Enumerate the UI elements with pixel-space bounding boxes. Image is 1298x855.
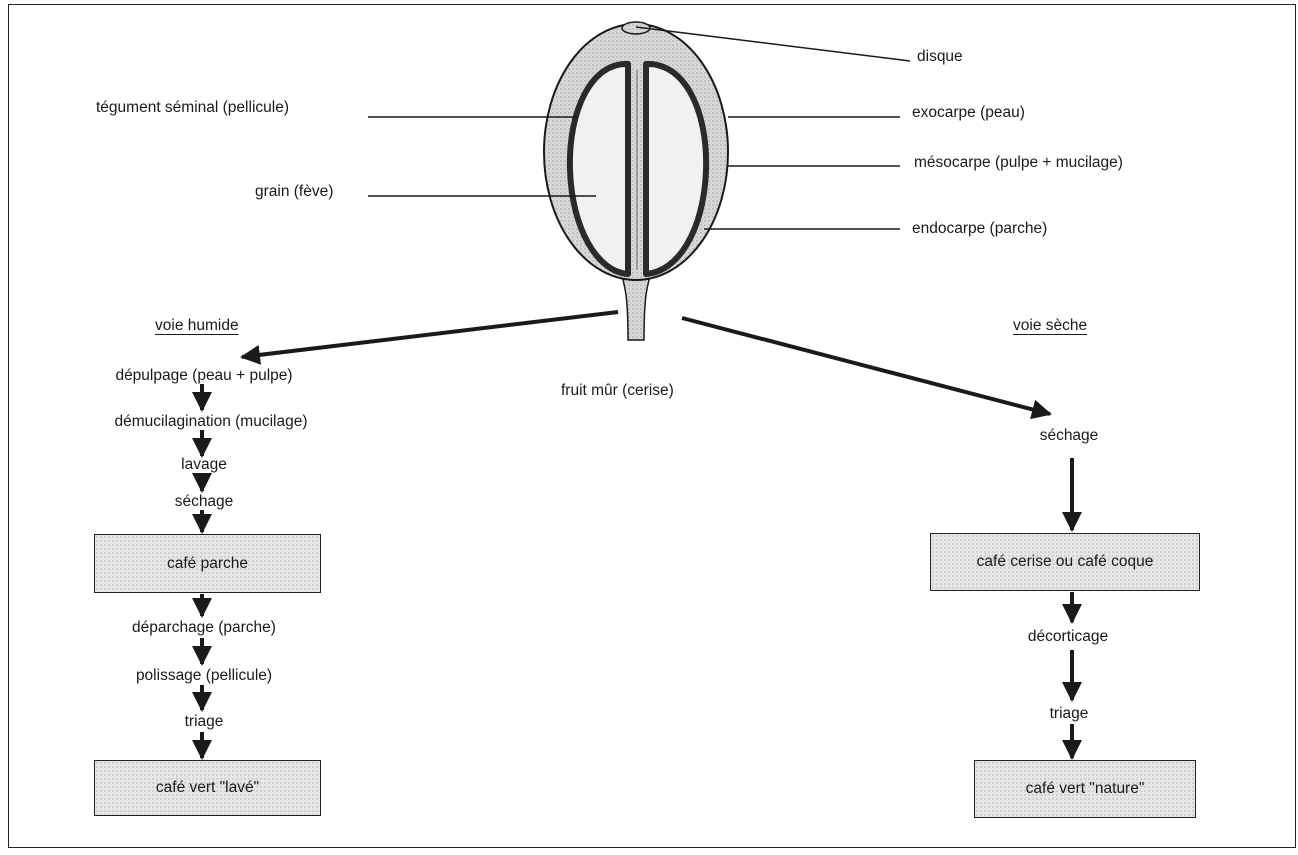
step-triage-seche: triage [1050,704,1089,724]
step-decorticage: décorticage [1028,627,1108,647]
step-deparchage: déparchage (parche) [132,618,276,638]
step-triage-humide: triage [185,712,224,732]
product-cafe-vert-lave: café vert "lavé" [94,760,321,816]
product-cafe-parche: café parche [94,534,321,593]
step-sechage-humide: séchage [175,492,234,512]
product-cafe-cerise-coque: café cerise ou café coque [930,533,1200,591]
title-voie-seche: voie sèche [1013,316,1087,336]
label-tegument-seminal: tégument séminal (pellicule) [96,98,289,118]
label-endocarpe: endocarpe (parche) [912,219,1047,239]
coffee-cherry-section [544,22,728,340]
step-demucilagination: démucilagination (mucilage) [115,412,308,432]
step-polissage: polissage (pellicule) [136,666,272,686]
label-mesocarpe: mésocarpe (pulpe + mucilage) [914,153,1123,173]
product-cafe-vert-nature: café vert "nature" [974,760,1196,818]
product-cafe-parche-label: café parche [167,555,248,573]
arrow-to-voie-seche [682,318,1050,414]
product-cafe-vert-nature-label: café vert "nature" [1026,780,1145,798]
arrow-to-voie-humide [242,312,618,357]
product-cafe-vert-lave-label: café vert "lavé" [156,779,259,797]
label-exocarpe: exocarpe (peau) [912,103,1025,123]
label-grain: grain (fève) [255,182,333,202]
product-cafe-cerise-coque-label: café cerise ou café coque [977,553,1154,571]
step-lavage: lavage [181,455,227,475]
step-depulpage: dépulpage (peau + pulpe) [115,366,292,386]
step-sechage-seche: séchage [1040,426,1099,446]
label-fruit-mur: fruit mûr (cerise) [561,381,674,401]
label-disque: disque [917,47,963,67]
title-voie-humide: voie humide [155,316,239,336]
